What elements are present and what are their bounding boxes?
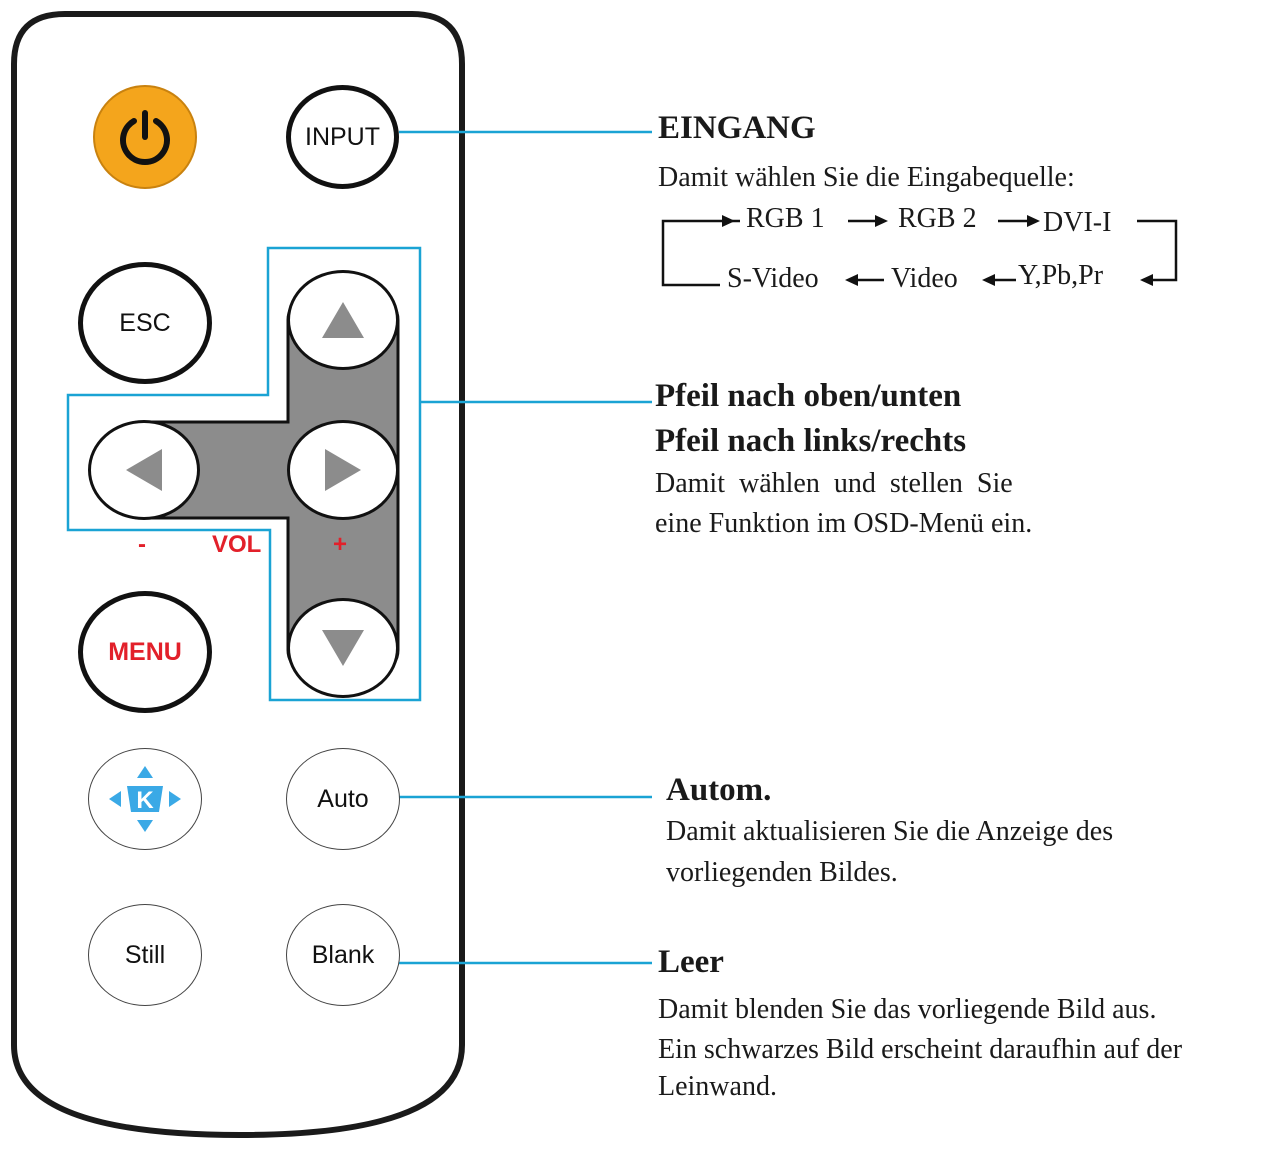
menu-button-label: MENU (108, 637, 182, 666)
blank-button-label: Blank (311, 940, 375, 969)
esc-button[interactable]: ESC (78, 262, 212, 384)
triangle-up-icon (322, 302, 364, 338)
keystone-icon: K (109, 766, 181, 832)
leer-desc-1: Damit blenden Sie das vorliegende Bild a… (658, 994, 1157, 1025)
pfeil-title-1: Pfeil nach oben/unten (655, 378, 962, 414)
autom-desc-2: vorliegenden Bildes. (666, 857, 898, 888)
keystone-button[interactable]: K (88, 748, 202, 850)
eingang-desc: Damit wählen Sie die Eingabequelle: (658, 162, 1075, 193)
pfeil-desc-1: Damit wählen und stellen Sie (655, 468, 1013, 499)
still-button[interactable]: Still (88, 904, 202, 1006)
right-arrow-button[interactable] (287, 420, 399, 520)
auto-button-label: Auto (317, 784, 369, 813)
menu-button[interactable]: MENU (78, 591, 212, 713)
autom-desc-1: Damit aktualisieren Sie die Anzeige des (666, 816, 1114, 847)
power-button[interactable] (93, 85, 197, 189)
blank-button[interactable]: Blank (286, 904, 400, 1006)
leer-desc-3: Leinwand. (658, 1071, 777, 1102)
still-button-label: Still (124, 940, 166, 969)
flow-rgb2: RGB 2 (898, 203, 977, 234)
pfeil-desc-2: eine Funktion im OSD-Menü ein. (655, 508, 1033, 539)
pfeil-title-2: Pfeil nach links/rechts (655, 423, 967, 459)
power-icon (120, 110, 170, 166)
vol-plus-label: + (333, 531, 348, 558)
autom-title: Autom. (666, 772, 772, 808)
vol-label: VOL (212, 531, 262, 558)
leer-desc-2: Ein schwarzes Bild erscheint daraufhin a… (658, 1034, 1183, 1065)
input-button-label: INPUT (305, 122, 380, 151)
vol-minus-label: - (138, 531, 146, 558)
flow-dvi: DVI-I (1043, 207, 1112, 238)
input-button[interactable]: INPUT (286, 85, 399, 189)
up-arrow-button[interactable] (287, 270, 399, 370)
triangle-right-icon (325, 449, 361, 491)
flow-video: Video (891, 263, 958, 294)
auto-button[interactable]: Auto (286, 748, 400, 850)
eingang-title: EINGANG (658, 110, 816, 146)
left-arrow-button[interactable] (88, 420, 200, 520)
keystone-letter: K (136, 787, 154, 814)
flow-svideo: S-Video (727, 263, 819, 294)
input-flow-arrows (661, 215, 1178, 287)
arrow-highlight-frame (66, 246, 422, 702)
triangle-down-icon (322, 630, 364, 666)
flow-ypbpr: Y,Pb,Pr (1018, 260, 1104, 291)
down-arrow-button[interactable] (287, 598, 399, 698)
esc-button-label: ESC (119, 308, 171, 337)
leer-title: Leer (658, 944, 724, 980)
triangle-left-icon (126, 449, 162, 491)
flow-rgb1: RGB 1 (746, 203, 825, 234)
